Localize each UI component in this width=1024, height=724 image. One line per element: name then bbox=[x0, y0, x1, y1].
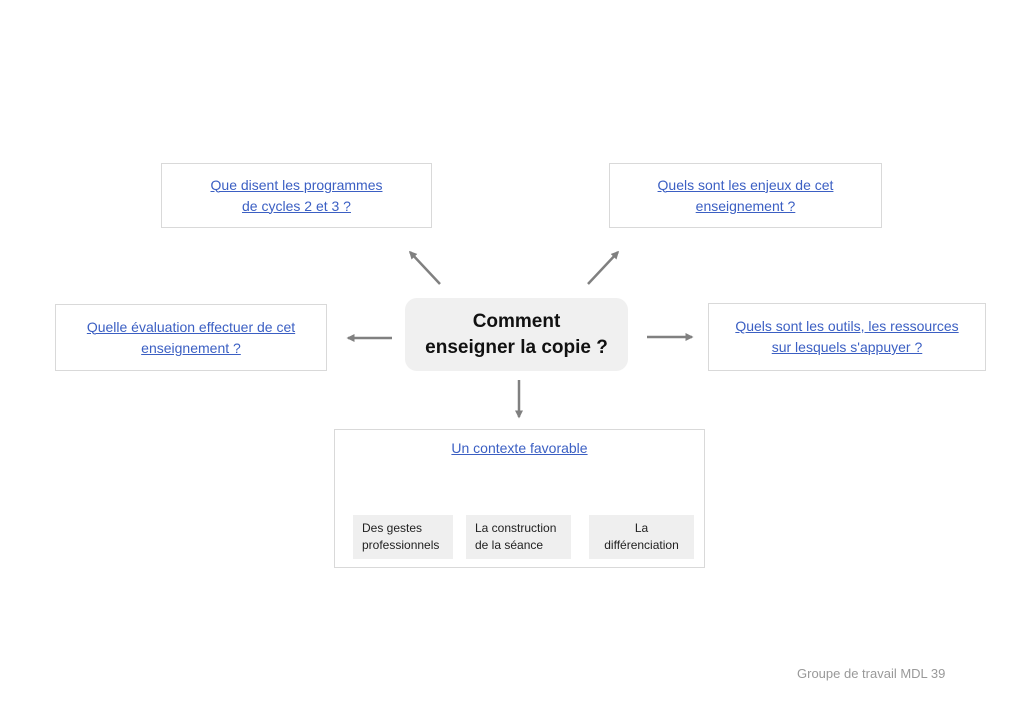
context-item-construction-line2: de la séance bbox=[475, 538, 544, 552]
context-section-box: Un contexte favorable Des gestes profess… bbox=[334, 429, 705, 568]
link-evaluation-line1: Quelle évaluation effectuer de cet bbox=[86, 318, 296, 335]
link-enjeux[interactable]: Quels sont les enjeux de cet enseignemen… bbox=[658, 175, 834, 217]
connector-center-to-top-right bbox=[587, 250, 620, 285]
link-outils-line1: Quels sont les outils, les ressources bbox=[735, 318, 959, 334]
context-item-gestes: Des gestes professionnels bbox=[353, 515, 453, 559]
question-box-enjeux: Quels sont les enjeux de cet enseignemen… bbox=[609, 163, 882, 228]
link-programmes-line1: Que disent les programmes bbox=[210, 176, 383, 193]
link-enjeux-line2: enseignement ? bbox=[695, 197, 796, 214]
context-item-gestes-line2: professionnels bbox=[362, 538, 440, 552]
central-topic-line2: enseigner la copie ? bbox=[425, 336, 608, 358]
link-outils[interactable]: Quels sont les outils, les ressources su… bbox=[735, 316, 958, 358]
link-evaluation[interactable]: Quelle évaluation effectuer de cet ensei… bbox=[87, 317, 295, 359]
footer-credit: Groupe de travail MDL 39 bbox=[797, 666, 946, 681]
link-outils-line2: sur lesquels s'appuyer ? bbox=[771, 339, 923, 355]
link-programmes-line2: de cycles 2 et 3 ? bbox=[242, 197, 351, 214]
question-box-evaluation: Quelle évaluation effectuer de cet ensei… bbox=[55, 304, 327, 371]
context-item-gestes-line1: Des gestes bbox=[362, 521, 423, 535]
central-topic-line1: Comment bbox=[472, 310, 561, 332]
context-item-differenciation: La différenciation bbox=[589, 515, 694, 559]
link-programmes[interactable]: Que disent les programmes de cycles 2 et… bbox=[211, 175, 383, 217]
link-enjeux-line1: Quels sont les enjeux de cet bbox=[657, 176, 834, 193]
context-item-construction-line1: La construction bbox=[475, 521, 557, 535]
link-evaluation-line2: enseignement ? bbox=[141, 339, 241, 356]
connector-center-to-top-left bbox=[408, 250, 441, 285]
question-box-outils: Quels sont les outils, les ressources su… bbox=[708, 303, 986, 371]
context-item-differenciation-line1: La bbox=[634, 521, 649, 535]
central-topic-node: Comment enseigner la copie ? bbox=[405, 298, 628, 371]
link-contexte-favorable[interactable]: Un contexte favorable bbox=[451, 440, 588, 456]
context-item-construction: La construction de la séance bbox=[466, 515, 571, 559]
question-box-programmes: Que disent les programmes de cycles 2 et… bbox=[161, 163, 432, 228]
context-item-differenciation-line2: différenciation bbox=[604, 538, 679, 552]
